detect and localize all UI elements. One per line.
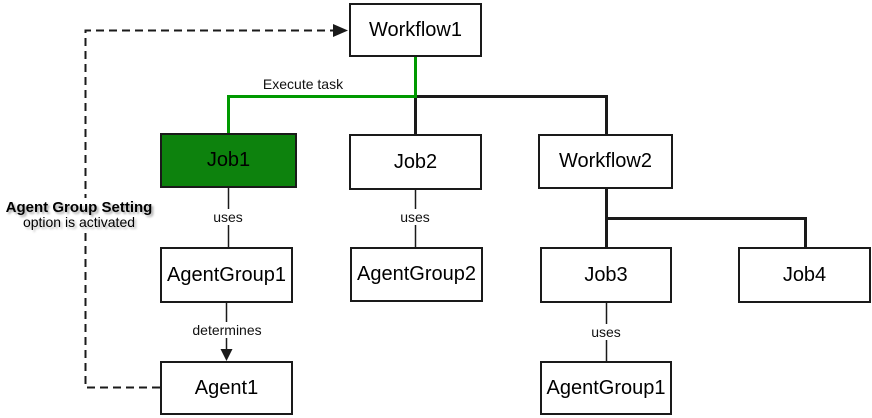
node-workflow2: Workflow2: [538, 134, 673, 189]
node-agentgroup1-label: AgentGroup1: [167, 263, 286, 286]
annotation-agent-group-setting: Agent Group Setting option is activated: [0, 198, 158, 232]
edge-label-uses-job1: uses: [210, 209, 246, 225]
node-job1: Job1: [160, 133, 297, 188]
node-agentgroup2: AgentGroup2: [350, 247, 483, 302]
node-agentgroup1-bottom-label: AgentGroup1: [546, 376, 666, 399]
node-agent1: Agent1: [160, 361, 293, 415]
node-job4: Job4: [738, 247, 871, 303]
node-agent1-label: Agent1: [194, 376, 259, 399]
node-agentgroup1: AgentGroup1: [160, 247, 293, 303]
annotation-line2: option is activated: [22, 214, 136, 230]
node-agentgroup2-label: AgentGroup2: [357, 263, 476, 285]
edge-label-determines: determines: [189, 322, 265, 338]
edge-workflow1-children: [414, 95, 608, 134]
node-job1-label: Job1: [206, 149, 251, 171]
edge-workflow2-children: [605, 189, 807, 247]
arrowhead-right-icon: [333, 24, 348, 37]
edge-label-execute-task: Execute task: [259, 76, 347, 92]
node-job2: Job2: [349, 134, 482, 190]
node-workflow1: Workflow1: [349, 3, 482, 57]
node-job3-label: Job3: [584, 263, 628, 286]
node-workflow1-label: Workflow1: [369, 18, 462, 41]
node-job3: Job3: [540, 247, 672, 303]
edge-label-uses-job2: uses: [397, 209, 433, 225]
node-agentgroup1-bottom: AgentGroup1: [540, 361, 672, 415]
arrowhead-down-icon: [220, 349, 233, 361]
edge-workflow1-job1-green: [227, 57, 417, 133]
edge-label-uses-job3: uses: [588, 324, 624, 340]
node-job4-label: Job4: [782, 263, 827, 286]
annotation-line1: Agent Group Setting: [5, 199, 153, 216]
node-job2-label: Job2: [393, 150, 438, 173]
node-workflow2-label: Workflow2: [559, 150, 652, 172]
